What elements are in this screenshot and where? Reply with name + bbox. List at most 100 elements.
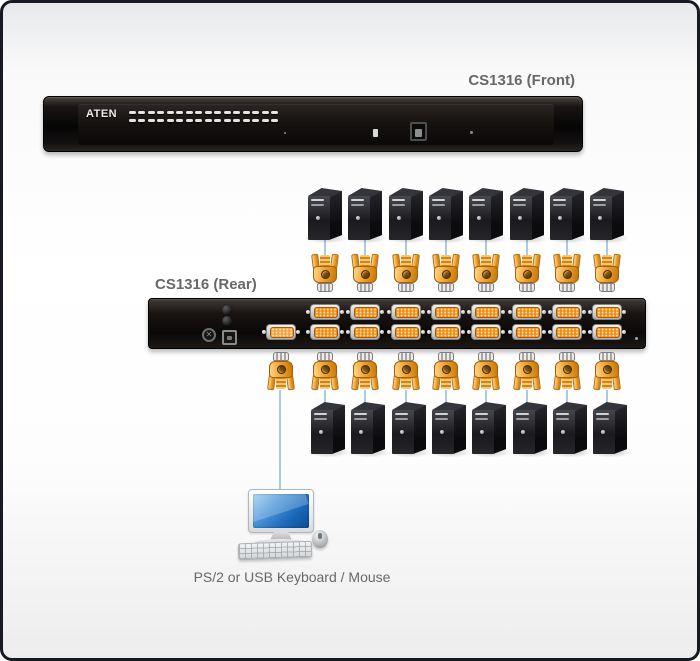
- screw-post: [542, 330, 546, 334]
- connector-screw-hole: [321, 270, 330, 279]
- vga-core: [475, 307, 499, 318]
- port-button: [195, 111, 202, 114]
- tower-front-face: [553, 410, 575, 454]
- tower-front-face: [472, 410, 494, 454]
- port-button: [252, 119, 259, 122]
- vga-shell: [592, 324, 622, 340]
- vga-shell: [431, 304, 461, 320]
- screw-post: [467, 310, 471, 314]
- screw-post: [262, 330, 266, 334]
- kvm-cable: [324, 390, 326, 406]
- tower-top-face: [550, 188, 584, 198]
- port-button: [252, 111, 259, 114]
- port-button-pair: [243, 111, 259, 122]
- kvm-cable: [364, 236, 366, 260]
- cpu-vga-port: [427, 324, 465, 340]
- tower-top-face: [593, 402, 627, 412]
- cpu-vga-port: [508, 304, 546, 320]
- computer-tower: [303, 188, 349, 244]
- vga-shell: [391, 324, 421, 340]
- vga-core: [516, 327, 540, 338]
- cpu-vga-port: [427, 304, 465, 320]
- tower-side-face: [369, 191, 382, 240]
- screw-post: [548, 310, 552, 314]
- tower-power-button: [561, 430, 565, 434]
- port-button: [224, 119, 231, 122]
- screw-post: [548, 330, 552, 334]
- tower-front-face: [348, 196, 370, 240]
- drive-bay: [596, 418, 609, 420]
- drive-bay: [516, 413, 529, 415]
- kvm-cable-connector: [471, 351, 501, 391]
- tower-power-button: [558, 216, 562, 220]
- tower-front-face: [308, 196, 330, 240]
- tower-side-face: [450, 191, 463, 240]
- vga-core: [596, 327, 620, 338]
- drive-bay: [351, 204, 364, 206]
- connector-neck: [320, 377, 330, 389]
- tower-front-face: [510, 196, 532, 240]
- port-button: [129, 119, 136, 122]
- tower-side-face: [534, 405, 547, 454]
- connector-screw-hole: [603, 365, 612, 374]
- connector-neck: [562, 255, 572, 267]
- monitor-stand: [270, 532, 292, 540]
- drive-bay: [516, 418, 529, 420]
- cpu-vga-port: [548, 324, 586, 340]
- connector-dsub-tip: [357, 352, 373, 361]
- port-button: [243, 119, 250, 122]
- port-button: [214, 119, 221, 122]
- connector-dsub-tip: [273, 352, 289, 361]
- port-button-pair: [205, 111, 221, 122]
- screw-post: [461, 330, 465, 334]
- connector-neck: [360, 255, 370, 267]
- tower-top-face: [392, 402, 426, 412]
- connector-screw-hole: [321, 365, 330, 374]
- cpu-vga-port: [548, 304, 586, 320]
- vga-shell: [471, 324, 501, 340]
- drive-bay: [553, 199, 566, 201]
- computer-tower: [387, 402, 433, 458]
- connector-dsub-tip: [519, 283, 535, 292]
- connector-dsub-tip: [398, 283, 414, 292]
- connector-dsub-tip: [559, 352, 575, 361]
- connector-screw-hole: [361, 365, 370, 374]
- tower-side-face: [490, 191, 503, 240]
- tower-side-face: [372, 405, 385, 454]
- firmware-upgrade-port: [410, 122, 427, 141]
- screw-post: [588, 330, 592, 334]
- tower-front-face: [351, 410, 373, 454]
- kvm-cable-connector: [471, 253, 501, 293]
- kvm-cable-connector: [552, 351, 582, 391]
- vga-core: [314, 307, 338, 318]
- screw-post: [340, 330, 344, 334]
- vga-shell: [350, 324, 380, 340]
- rear-led: [635, 337, 638, 340]
- connector-screw-hole: [603, 270, 612, 279]
- connector-neck: [441, 255, 451, 267]
- connector-screw-hole: [523, 365, 532, 374]
- port-button: [271, 119, 278, 122]
- tower-power-button: [480, 430, 484, 434]
- vga-shell: [471, 304, 501, 320]
- kvm-cable-connector: [512, 351, 542, 391]
- kvm-cable-connector: [310, 351, 340, 391]
- kvm-cable-connector: [512, 253, 542, 293]
- tower-front-face: [432, 410, 454, 454]
- drive-bay: [432, 199, 445, 201]
- tower-power-button: [437, 216, 441, 220]
- front-view-label: CS1316 (Front): [468, 72, 575, 89]
- vga-core: [395, 327, 419, 338]
- port-button: [167, 111, 174, 114]
- tower-side-face: [614, 405, 627, 454]
- port-button: [205, 119, 212, 122]
- tower-side-face: [332, 405, 345, 454]
- tower-front-face: [550, 196, 572, 240]
- screw-post: [508, 310, 512, 314]
- port-button: [205, 111, 212, 114]
- port-button: [233, 111, 240, 114]
- vga-shell: [266, 324, 296, 340]
- tower-front-face: [513, 410, 535, 454]
- connector-neck: [441, 377, 451, 389]
